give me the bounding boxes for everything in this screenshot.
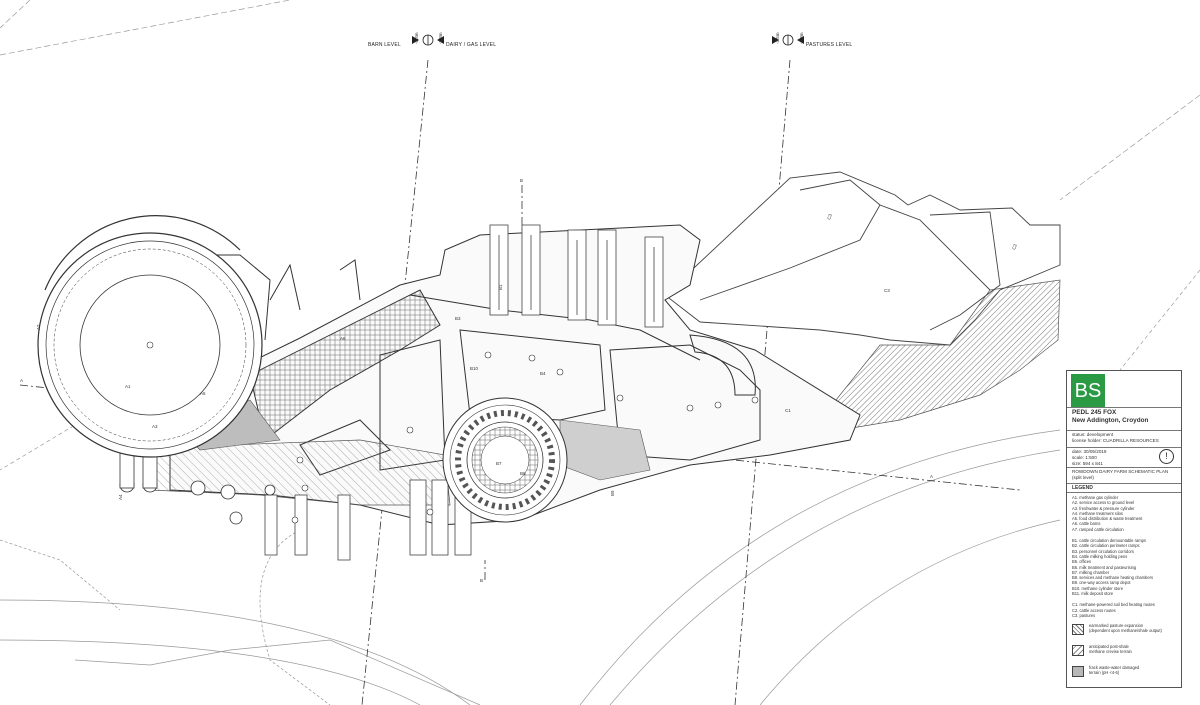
bs-logo: BS	[1071, 374, 1105, 408]
divider	[1067, 430, 1181, 431]
licence-text: license holder: CUADRILLA RESOURCES	[1072, 438, 1159, 443]
divider	[1067, 467, 1181, 468]
section-cut-a-right: A	[930, 474, 933, 479]
date-block: date: 30/05/2019 scale: 1:500 size: 594 …	[1072, 449, 1107, 467]
legend-item: A3. freshwater & pressure cylinder	[1072, 505, 1135, 511]
section-marker-right: PASTURES LEVEL -3.5m -3.3m	[772, 32, 852, 48]
legend-item: A4. methane treatment silos	[1072, 510, 1123, 516]
status-text: status: development	[1072, 432, 1114, 437]
svg-text:-3.5m: -3.5m	[775, 32, 780, 44]
label-c1: C1	[785, 408, 791, 413]
swatch-crevise	[1072, 645, 1084, 656]
divider	[1067, 492, 1181, 493]
pastures-area	[664, 171, 1061, 346]
ramps-bottom	[264, 479, 472, 561]
legend-item: C2. cattle access routes	[1072, 607, 1116, 613]
legend-item: C3. pastures	[1072, 612, 1096, 618]
legend-item: B3. personnel circulation corridors	[1072, 548, 1134, 554]
label-b1: B1	[498, 284, 503, 290]
project-line-2: New Addington, Croydon	[1072, 417, 1149, 424]
legend-item: A1. methane gas cylinder	[1072, 495, 1119, 500]
label-a1: A1	[125, 384, 131, 389]
project-line-1: PEDL 245 FOX	[1072, 409, 1117, 416]
scale-text: scale: 1:500	[1072, 455, 1097, 460]
legend-item: B10. methane cylinder store	[1072, 585, 1123, 591]
section-marker-left: BARN LEVEL DAIRY / GAS LEVEL -5.3m -3.8m	[368, 32, 496, 48]
milking-carousel	[442, 397, 568, 523]
legend-item: B4. cattle milking holding pens	[1072, 553, 1128, 559]
methane-gas-cylinder	[37, 215, 263, 458]
section-cut-b-top: B	[520, 178, 523, 183]
divider	[1067, 407, 1181, 408]
legend-group: C1. methane-powered soil bed heating rou…	[1072, 602, 1180, 618]
section-cut-a-left: A	[20, 378, 23, 383]
title-block: BS PEDL 245 FOX New Addington, Croydon s…	[1066, 370, 1182, 688]
warning-icon: !	[1159, 449, 1174, 464]
legend-item: B7. milking chamber	[1072, 569, 1110, 575]
legend-item: A6. cattle barns	[1072, 521, 1101, 527]
label-a4: A4	[118, 494, 123, 500]
legend-item: B5. offices	[1072, 559, 1092, 565]
silos-a4	[119, 447, 276, 525]
swatch-expansion-text: earmarked pasture expansion (dependent u…	[1089, 623, 1162, 634]
label-c3-b: C3	[884, 288, 890, 293]
legend-item: B1. cattle circulation demountable ramps	[1072, 538, 1146, 544]
swatch-waste-text: frack waste-water damaged terrain (pH <4…	[1089, 665, 1140, 676]
legend-item: A7. ramped cattle circulation	[1072, 526, 1124, 532]
swatch-waste	[1072, 666, 1084, 677]
label-b3: B3	[455, 316, 461, 321]
legend-item: A2. service access to ground level	[1072, 500, 1135, 506]
plan-title-line-1: ROWDOWN DAIRY FARM SCHEMATIC PLAN	[1072, 469, 1169, 474]
date-text: date: 30/05/2019	[1072, 449, 1107, 454]
pastures-level-label: PASTURES LEVEL	[806, 42, 852, 48]
status-block: status: development license holder: CUAD…	[1072, 432, 1159, 444]
label-a6: A6	[340, 336, 346, 341]
barn-level-label: BARN LEVEL	[368, 42, 401, 48]
plan-labels: A1 A2 A3 A4 A5 A6 B1 B3 B4 B6 B7 B9 B10 …	[20, 178, 1018, 583]
legend-title: LEGEND	[1072, 485, 1093, 491]
column-markers	[291, 351, 759, 524]
legend-item: B2. cattle circulation perimeter ramps	[1072, 543, 1140, 549]
project-name: PEDL 245 FOX New Addington, Croydon	[1072, 409, 1148, 425]
label-b7: B7	[496, 461, 502, 466]
label-b9: B9	[610, 490, 615, 496]
label-c2: C2	[1011, 243, 1018, 251]
earmarked-expansion-hatch	[819, 279, 1061, 431]
swatch-crevise-text: anticipated post-shale methane crevise t…	[1089, 644, 1132, 655]
legend-item: B8. services and methane heating chamber…	[1072, 575, 1154, 581]
label-a5: A5	[200, 391, 206, 396]
label-b10: B10	[470, 366, 479, 371]
legend-item: B9. one-way access ramp depot	[1072, 580, 1131, 586]
legend-item: B6. milk treatment and pasteurising	[1072, 564, 1137, 570]
label-a2: A2	[36, 324, 41, 330]
svg-text:-5.3m: -5.3m	[414, 32, 419, 44]
ramps-b1	[489, 224, 664, 328]
legend-item: B11. milk deposit store	[1072, 591, 1114, 597]
legend-item: A5. food distribution & waste treatment	[1072, 516, 1143, 522]
plan-title-line-2: (split level)	[1072, 475, 1094, 480]
label-b4: B4	[540, 371, 546, 376]
legend-item: C1. methane-powered soil bed heating rou…	[1072, 602, 1155, 608]
label-c3: C3	[826, 213, 833, 221]
divider	[1067, 447, 1181, 448]
legend-group: B1. cattle circulation demountable ramps…	[1072, 538, 1180, 596]
size-text: size: 594 x 841	[1072, 461, 1103, 466]
svg-text:-3.3m: -3.3m	[799, 32, 804, 44]
dairy-gas-level-label: DAIRY / GAS LEVEL	[446, 42, 496, 48]
plan-title: ROWDOWN DAIRY FARM SCHEMATIC PLAN (split…	[1072, 469, 1168, 481]
svg-text:-3.8m: -3.8m	[438, 32, 443, 44]
label-b6: B6	[520, 471, 526, 476]
swatch-expansion	[1072, 624, 1084, 635]
section-cut-b-bottom: B	[480, 578, 483, 583]
label-a3: A3	[152, 424, 158, 429]
divider	[1067, 483, 1181, 484]
